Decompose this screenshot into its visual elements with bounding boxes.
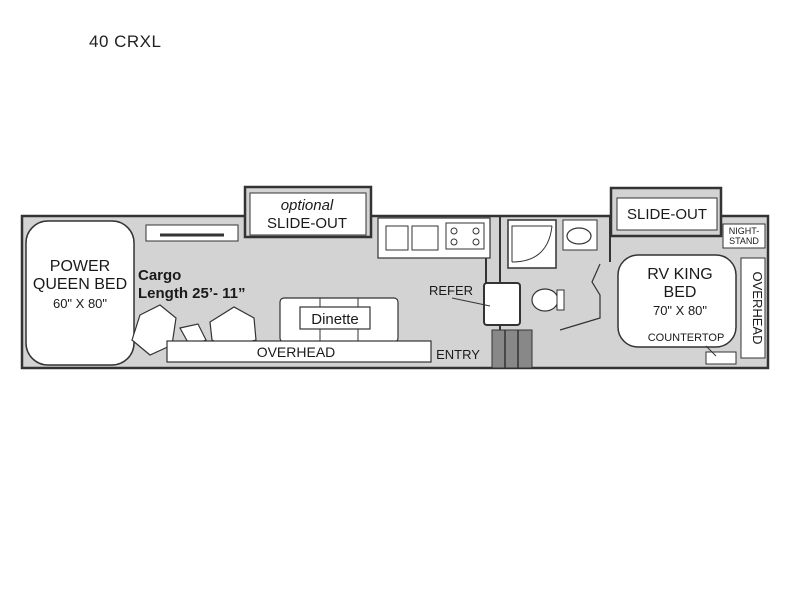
- optional-label: optional: [281, 197, 334, 214]
- rear-slide-out-label-box: [616, 197, 718, 231]
- toilet: [531, 288, 559, 312]
- refer-label: REFER: [429, 283, 473, 298]
- cargo-label-2: Length 25’- 11”: [138, 285, 246, 302]
- refrigerator: [483, 282, 521, 326]
- power-queen-bed: [25, 220, 135, 366]
- nightstand: [722, 223, 766, 249]
- king-bed-size: 70" X 80": [653, 303, 707, 318]
- overhead-right: [740, 257, 766, 359]
- chair-right: [209, 306, 257, 349]
- king-bed-label-2: BED: [664, 284, 697, 301]
- entry-label: ENTRY: [436, 347, 480, 362]
- cargo-label-1: Cargo: [138, 267, 181, 284]
- overhead-bottom-label: OVERHEAD: [257, 344, 336, 360]
- nightstand-label-2: STAND: [729, 236, 759, 246]
- bathroom-door: [559, 263, 601, 331]
- cargo-wall-cabinet: [145, 224, 239, 242]
- bathroom-sink: [566, 227, 592, 245]
- slide-out-right-label: SLIDE-OUT: [627, 206, 707, 223]
- optional-slide-out-label-box: [249, 192, 367, 236]
- dinette-label: Dinette: [311, 311, 359, 328]
- overhead-right-label: OVERHEAD: [750, 272, 765, 345]
- queen-bed-label-2: QUEEN BED: [33, 276, 127, 293]
- nightstand-label-1: NIGHT-: [729, 226, 760, 236]
- queen-bed-size: 60" X 80": [53, 296, 107, 311]
- slide-out-left-label: SLIDE-OUT: [267, 215, 347, 232]
- entry-steps: [491, 329, 533, 369]
- queen-bed-label-1: POWER: [50, 258, 110, 275]
- sink-right: [411, 225, 439, 251]
- stove: [445, 222, 485, 250]
- rv-king-bed: [617, 254, 737, 348]
- dinette-table: [299, 306, 371, 330]
- king-bed-label-1: RV KING: [647, 266, 713, 283]
- overhead-cabinet: [166, 340, 432, 363]
- sink-left: [385, 225, 409, 251]
- model-title: 40 CRXL: [89, 32, 162, 51]
- shower: [507, 219, 557, 269]
- countertop-rear: [705, 351, 737, 365]
- countertop-label: COUNTERTOP: [648, 332, 725, 344]
